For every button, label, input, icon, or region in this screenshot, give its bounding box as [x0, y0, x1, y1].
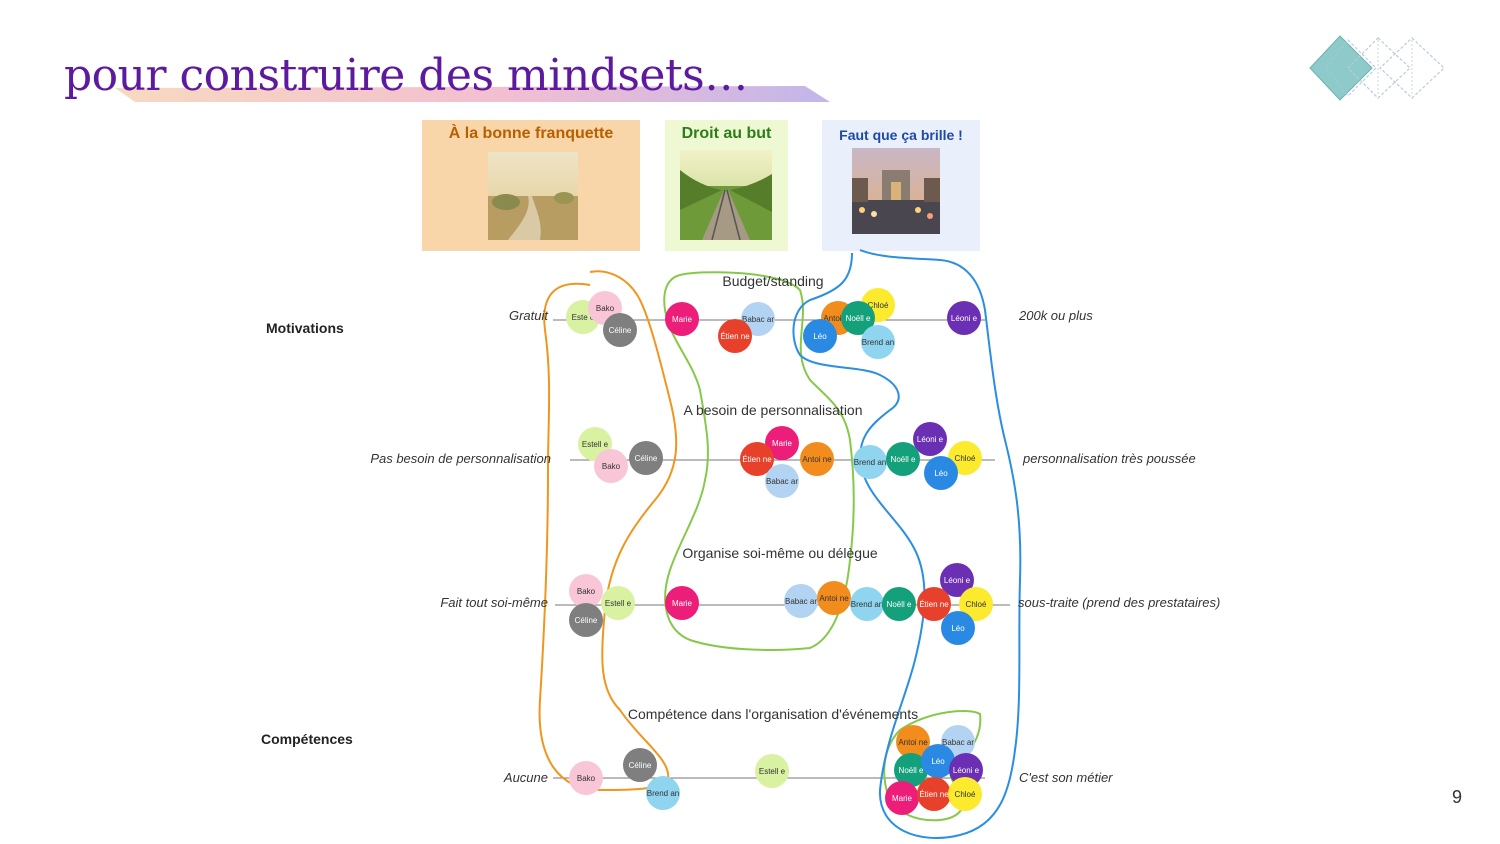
person-dot-leonie: Léoni e — [913, 422, 947, 456]
group-label-motivations: Motivations — [266, 320, 344, 336]
person-dot-leo: Léo — [924, 456, 958, 490]
person-dot-etienne: Étien ne — [718, 319, 752, 353]
axis-right-label: 200k ou plus — [1019, 308, 1093, 323]
person-dot-leonie: Léoni e — [947, 301, 981, 335]
axis-left-label: Gratuit — [508, 308, 548, 323]
axis-right-label: sous-traite (prend des prestataires) — [1018, 595, 1221, 610]
person-dot-noelle: Noëll e — [886, 442, 920, 476]
axis-title-competence: Compétence dans l'organisation d'événeme… — [627, 706, 919, 722]
person-dot-etienne: Étien ne — [917, 777, 951, 811]
blue-group-outline — [792, 249, 1022, 839]
card-title: Droit au but — [681, 125, 772, 142]
person-dot-brendan: Brend an — [850, 587, 884, 621]
card-faut-que-ca-brille: Faut que ça brille ! — [822, 120, 980, 251]
axis-right-label: personnalisation très poussée — [1023, 451, 1196, 466]
axis-title-budget: Budget/standing — [722, 273, 824, 289]
person-dot-brendan: Brend an — [646, 776, 680, 810]
card-title: Faut que ça brille ! — [839, 127, 963, 143]
person-dot-antoine: Antoi ne — [817, 581, 851, 615]
railway-track-photo — [680, 150, 772, 240]
person-dot-antoine: Antoi ne — [800, 442, 834, 476]
person-dot-celine: Céline — [603, 313, 637, 347]
person-dot-babacar: Babac ar — [765, 464, 799, 498]
person-dot-babacar: Babac ar — [784, 584, 818, 618]
person-dot-marie: Marie — [665, 302, 699, 336]
person-dot-estelle: Estell e — [601, 586, 635, 620]
axis-left-label: Fait tout soi-même — [440, 595, 548, 610]
axis-title-personnalisation: A besoin de personnalisation — [683, 402, 863, 418]
card-title: À la bonne franquette — [448, 125, 614, 142]
page-title: pour construire des mindsets… — [64, 50, 748, 101]
person-dot-marie: Marie — [885, 781, 919, 815]
axis-title-organise: Organise soi-même ou délègue — [682, 545, 878, 561]
card-a-la-bonne-franquette: À la bonne franquette — [422, 120, 640, 251]
person-dot-brendan: Brend an — [853, 445, 887, 479]
arc-de-triomphe-photo — [852, 148, 940, 234]
person-dot-leo: Léo — [803, 319, 837, 353]
person-dot-noelle: Noëll e — [882, 587, 916, 621]
logo-icon — [1309, 35, 1445, 101]
person-dot-estelle: Estell e — [755, 754, 789, 788]
person-dot-celine: Céline — [623, 748, 657, 782]
person-dot-bako: Bako — [594, 449, 628, 483]
person-dot-chloe: Chloé — [948, 777, 982, 811]
group-label-competences: Compétences — [261, 731, 353, 747]
axis-left-label: Aucune — [503, 770, 548, 785]
person-dot-bako: Bako — [569, 761, 603, 795]
green-group-outline — [663, 271, 855, 651]
person-dot-bako: Bako — [569, 574, 603, 608]
page-number: 9 — [1452, 787, 1463, 807]
axis-left-label: Pas besoin de personnalisation — [370, 451, 551, 466]
orange-group-outline — [538, 270, 678, 792]
card-droit-au-but: Droit au but — [665, 120, 788, 251]
person-dot-marie: Marie — [665, 586, 699, 620]
country-road-photo — [488, 152, 578, 240]
person-dot-celine: Céline — [629, 441, 663, 475]
axis-right-label: C'est son métier — [1019, 770, 1113, 785]
person-dot-celine: Céline — [569, 603, 603, 637]
person-dot-leo: Léo — [941, 611, 975, 645]
person-dot-brendan: Brend an — [861, 325, 895, 359]
title-underline-stripe — [115, 86, 830, 102]
